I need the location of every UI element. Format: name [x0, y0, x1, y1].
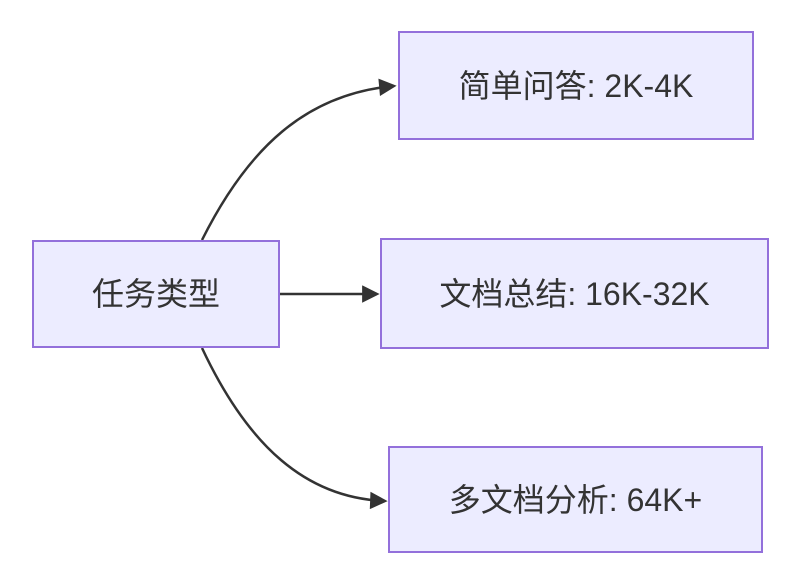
node-simple-qa: 简单问答: 2K-4K [398, 31, 754, 140]
edge-task-to-multi-doc [200, 347, 388, 510]
node-multi-doc: 多文档分析: 64K+ [388, 446, 763, 553]
node-doc-summary: 文档总结: 16K-32K [380, 238, 769, 349]
node-simple-qa-label: 简单问答: 2K-4K [458, 67, 694, 104]
edge-task-to-simple-qa [200, 78, 397, 241]
node-task-type: 任务类型 [32, 240, 280, 348]
node-multi-doc-label: 多文档分析: 64K+ [448, 481, 703, 518]
node-task-type-label: 任务类型 [91, 276, 220, 312]
node-doc-summary-label: 文档总结: 16K-32K [439, 275, 710, 312]
